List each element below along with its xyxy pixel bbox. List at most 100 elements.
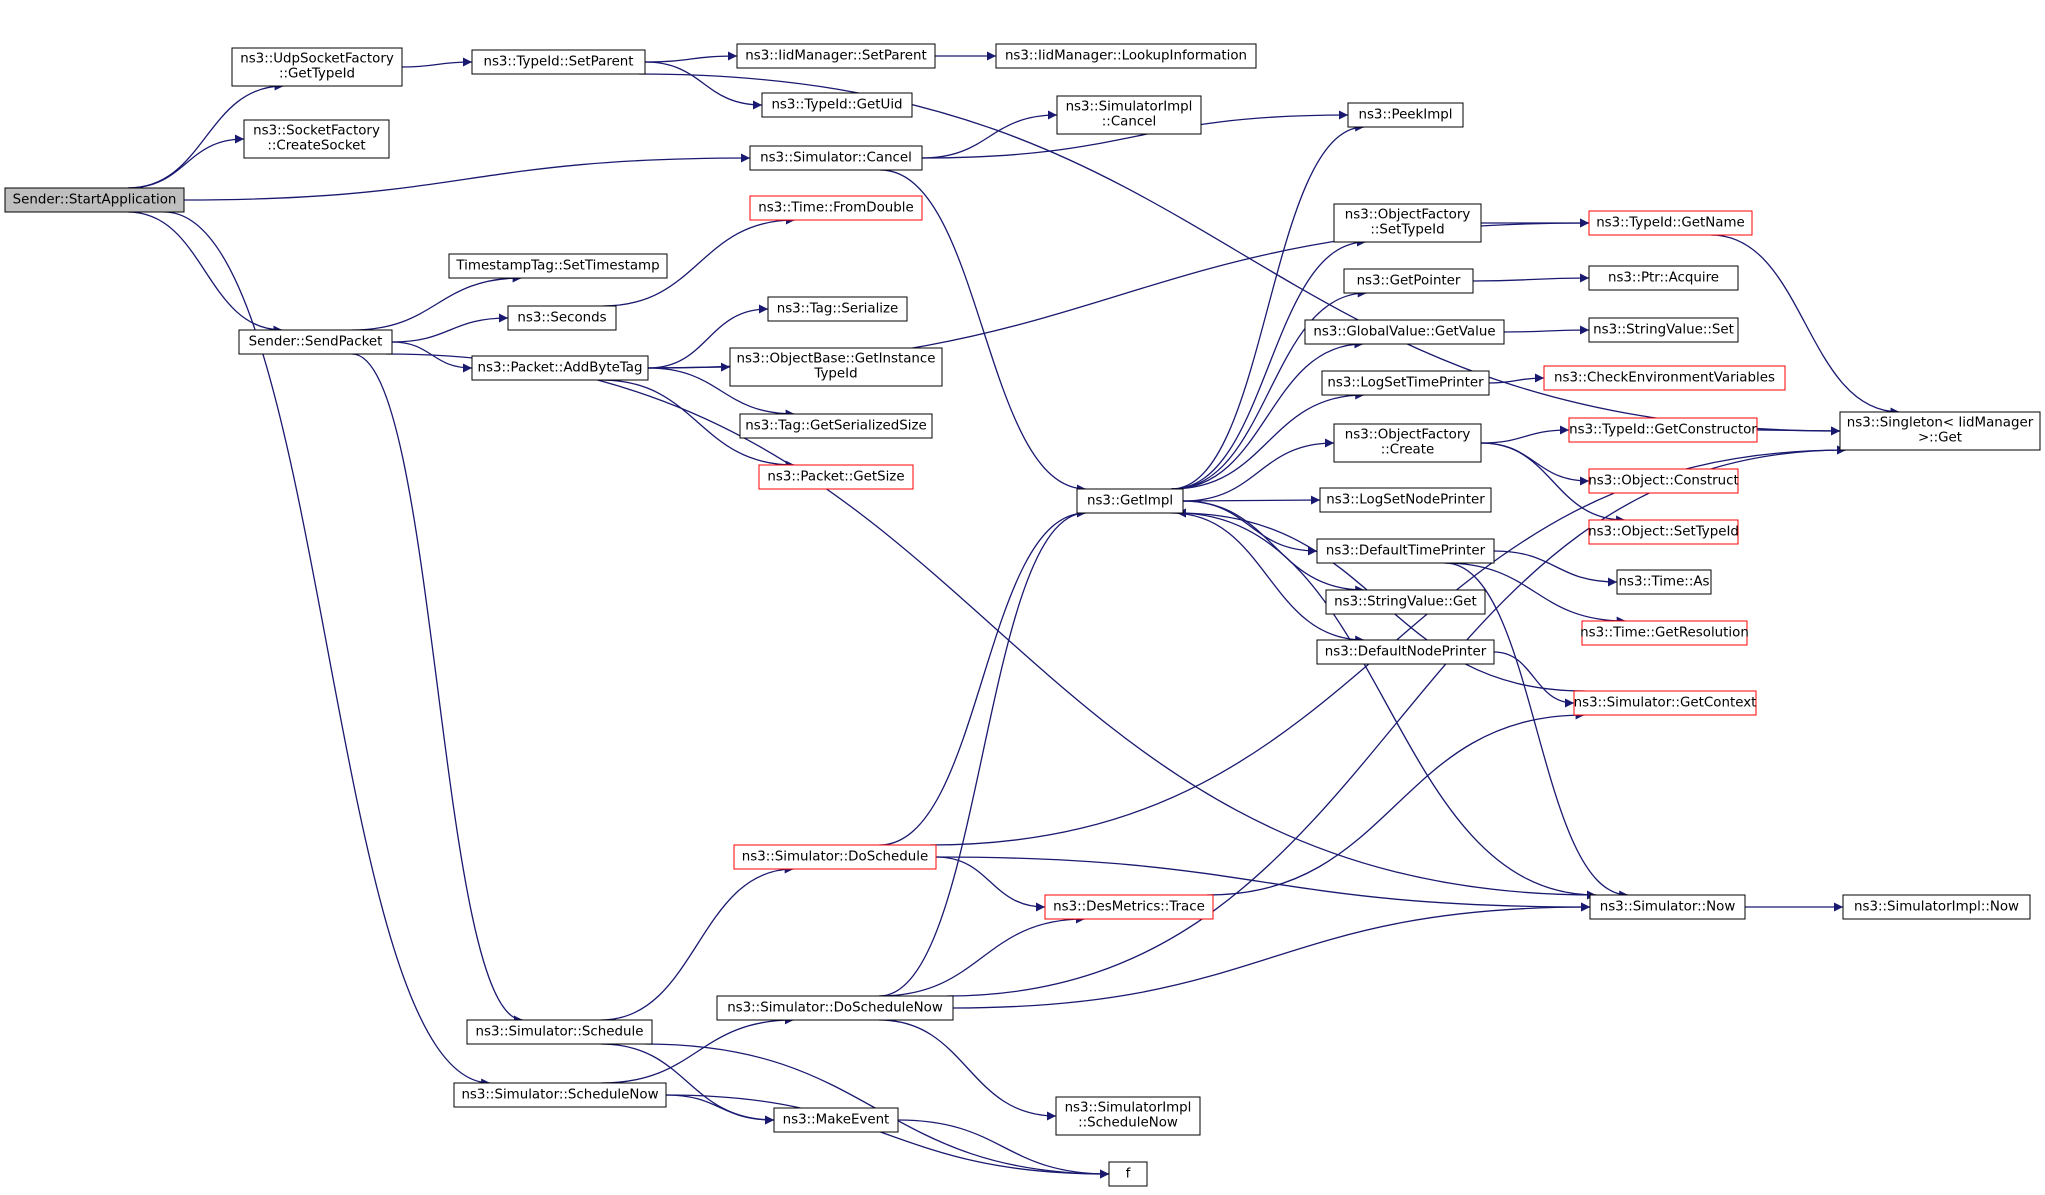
node-iidsetparent[interactable]: ns3::IidManager::SetParent xyxy=(736,43,936,69)
node-ofcreate[interactable]: ns3::ObjectFactory::Create xyxy=(1333,423,1482,463)
node-addbytetag[interactable]: ns3::Packet::AddByteTag xyxy=(471,355,649,381)
node-peekimpl[interactable]: ns3::PeekImpl xyxy=(1347,102,1464,128)
node-label: ns3::Singleton< IidManager xyxy=(1847,416,2034,431)
edge-start-to-sendpacket xyxy=(127,211,283,335)
node-makeevent[interactable]: ns3::MakeEvent xyxy=(773,1107,899,1133)
node-label: ns3::Ptr::Acquire xyxy=(1608,271,1719,286)
node-start[interactable]: Sender::StartApplication xyxy=(4,187,185,213)
node-box xyxy=(1589,894,1746,920)
edge-schednow-to-doschednow xyxy=(601,1015,794,1084)
node-lookup[interactable]: ns3::IidManager::LookupInformation xyxy=(995,43,1257,69)
node-implcancel[interactable]: ns3::SimulatorImpl::Cancel xyxy=(1056,95,1202,135)
node-box xyxy=(1343,268,1474,294)
node-label: ns3::SimulatorImpl::Now xyxy=(1854,900,2019,915)
node-singleton[interactable]: ns3::Singleton< IidManager >::Get xyxy=(1839,411,2041,451)
node-svget[interactable]: ns3::StringValue::Get xyxy=(1325,589,1486,615)
node-box xyxy=(995,43,1257,69)
node-implnow[interactable]: ns3::SimulatorImpl::Now xyxy=(1842,894,2031,920)
node-checkenv[interactable]: ns3::CheckEnvironmentVariables xyxy=(1543,365,1786,391)
edge-getimpl-to-getpointer xyxy=(1171,288,1367,490)
node-box xyxy=(507,305,617,331)
node-trace[interactable]: ns3::DesMetrics::Trace xyxy=(1044,894,1214,920)
node-label: ns3::LogSetNodePrinter xyxy=(1326,493,1485,508)
node-getuid[interactable]: ns3::TypeId::GetUid xyxy=(761,92,913,118)
node-getimpl[interactable]: ns3::GetImpl xyxy=(1076,488,1184,514)
edge-simnow-to-getimpl xyxy=(1176,508,1597,896)
node-gvget[interactable]: ns3::GlobalValue::GetValue xyxy=(1304,319,1505,345)
edge-start-to-schednow xyxy=(164,211,491,1088)
node-fromdouble[interactable]: ns3::Time::FromDouble xyxy=(749,195,923,221)
edge-cancel-to-getimpl xyxy=(880,169,1086,494)
edge-deftime-to-timeas xyxy=(1493,550,1618,587)
node-settimestamp[interactable]: TimestampTag::SetTimestamp xyxy=(448,253,668,279)
node-cancel[interactable]: ns3::Simulator::Cancel xyxy=(749,145,923,171)
node-pktsize[interactable]: ns3::Packet::GetSize xyxy=(758,464,914,490)
edge-sendpacket-to-seconds xyxy=(391,313,509,343)
node-label: ns3::CheckEnvironmentVariables xyxy=(1554,371,1775,386)
node-label: ns3::MakeEvent xyxy=(783,1113,890,1128)
edge-addbytetag-to-tagsize xyxy=(647,367,795,419)
node-getctor[interactable]: ns3::TypeId::GetConstructor xyxy=(1568,417,1758,443)
node-implschednow[interactable]: ns3::SimulatorImpl::ScheduleNow xyxy=(1055,1096,1201,1136)
node-label: Sender::SendPacket xyxy=(249,335,383,350)
edge-seconds-to-fromdouble xyxy=(603,215,795,307)
node-lognode[interactable]: ns3::LogSetNodePrinter xyxy=(1319,487,1492,513)
node-ofsettype[interactable]: ns3::ObjectFactory::SetTypeId xyxy=(1333,203,1482,243)
node-getname[interactable]: ns3::TypeId::GetName xyxy=(1588,210,1753,236)
node-acquire[interactable]: ns3::Ptr::Acquire xyxy=(1588,265,1739,291)
node-doschednow[interactable]: ns3::Simulator::DoScheduleNow xyxy=(716,995,954,1021)
node-deftime[interactable]: ns3::DefaultTimePrinter xyxy=(1316,538,1495,564)
node-label: ns3::DefaultTimePrinter xyxy=(1326,544,1486,559)
node-label: ns3::Simulator::ScheduleNow xyxy=(461,1088,658,1103)
node-logtime[interactable]: ns3::LogSetTimePrinter xyxy=(1321,370,1490,396)
node-svset[interactable]: ns3::StringValue::Set xyxy=(1588,317,1739,343)
node-tagsize[interactable]: ns3::Tag::GetSerializedSize xyxy=(739,413,933,439)
node-box xyxy=(1316,538,1495,564)
edge-dosched-to-simnow xyxy=(935,856,1591,912)
node-dosched[interactable]: ns3::Simulator::DoSchedule xyxy=(733,844,937,870)
edge-schedule-to-makeevent xyxy=(600,1043,775,1125)
edge-getimpl-to-svget xyxy=(1182,500,1365,595)
node-box xyxy=(4,187,185,213)
node-objsettype[interactable]: ns3::Object::SetTypeId xyxy=(1588,519,1739,545)
edge-sendpacket-to-settimestamp xyxy=(351,273,522,331)
node-getctx[interactable]: ns3::Simulator::GetContext xyxy=(1573,690,1757,716)
edge-doschednow-to-implschednow xyxy=(878,1019,1057,1121)
edge-doschednow-to-trace xyxy=(879,914,1085,997)
edge-getimpl-to-peekimpl xyxy=(1171,122,1365,490)
node-getpointer[interactable]: ns3::GetPointer xyxy=(1343,268,1474,294)
node-schednow[interactable]: ns3::Simulator::ScheduleNow xyxy=(453,1082,667,1108)
node-f[interactable]: f xyxy=(1108,1161,1148,1187)
node-sendpacket[interactable]: Sender::SendPacket xyxy=(238,329,393,355)
edge-schednow-to-makeevent xyxy=(665,1094,775,1125)
node-defnode[interactable]: ns3::DefaultNodePrinter xyxy=(1316,639,1495,665)
node-construct[interactable]: ns3::Object::Construct xyxy=(1588,468,1739,494)
node-schedule[interactable]: ns3::Simulator::Schedule xyxy=(466,1019,653,1045)
edge-trace-to-getctx xyxy=(1206,710,1585,896)
node-tagser[interactable]: ns3::Tag::Serialize xyxy=(767,296,908,322)
node-box xyxy=(767,296,908,322)
node-box xyxy=(1056,95,1202,135)
node-label: ns3::ObjectFactory xyxy=(1345,428,1471,443)
node-box xyxy=(736,43,936,69)
node-label: ns3::Simulator::Schedule xyxy=(476,1025,644,1040)
node-box xyxy=(1321,370,1490,396)
node-label: ns3::IidManager::SetParent xyxy=(745,49,927,64)
edge-addbytetag-to-getname xyxy=(647,218,1590,369)
node-seconds[interactable]: ns3::Seconds xyxy=(507,305,617,331)
node-box xyxy=(749,195,923,221)
node-udpget[interactable]: ns3::UdpSocketFactory::GetTypeId xyxy=(231,47,403,87)
node-box xyxy=(729,347,943,387)
edge-getimpl-to-ofcreate xyxy=(1182,438,1335,502)
node-label: ::ScheduleNow xyxy=(1078,1116,1178,1131)
node-box xyxy=(1044,894,1214,920)
node-getres[interactable]: ns3::Time::GetResolution xyxy=(1580,620,1749,646)
node-sockcreate[interactable]: ns3::SocketFactory::CreateSocket xyxy=(243,119,390,159)
node-box xyxy=(243,119,390,159)
node-box xyxy=(773,1107,899,1133)
node-simnow[interactable]: ns3::Simulator::Now xyxy=(1589,894,1746,920)
node-box xyxy=(231,47,403,87)
node-setparent[interactable]: ns3::TypeId::SetParent xyxy=(471,49,646,75)
node-timeas[interactable]: ns3::Time::As xyxy=(1616,569,1712,595)
